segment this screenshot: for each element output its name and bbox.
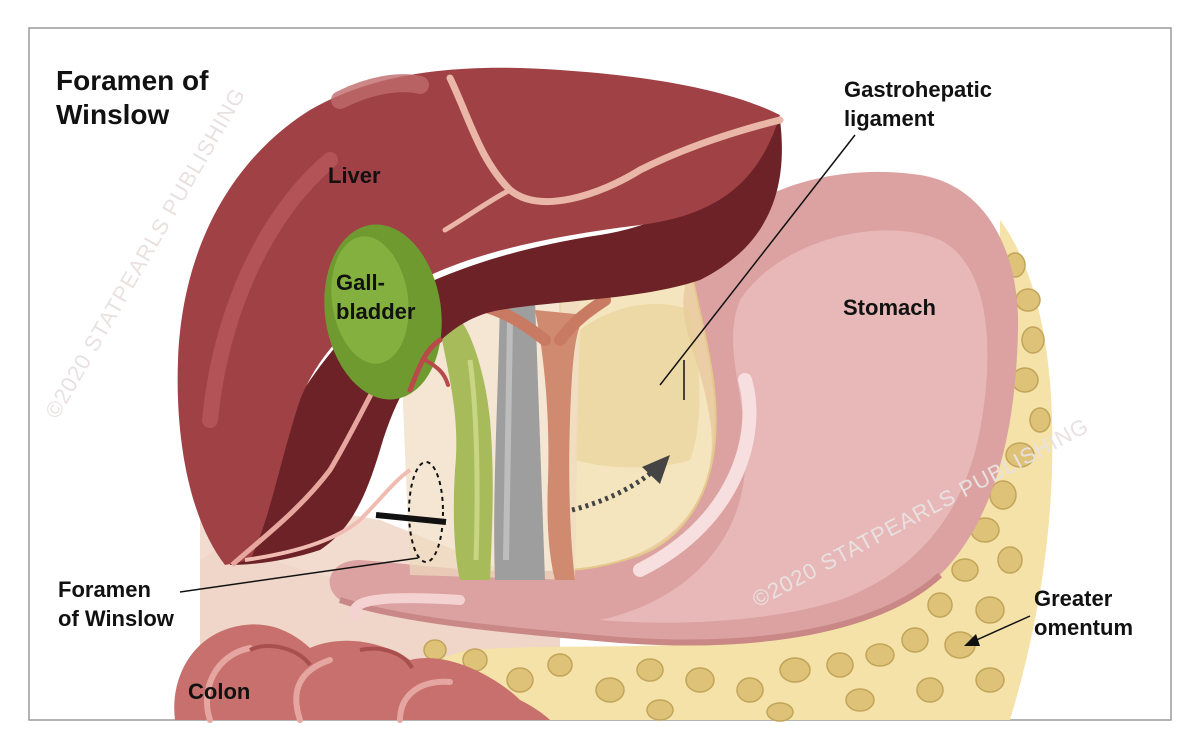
lesser-sac-shadow	[575, 304, 700, 468]
colon	[174, 624, 550, 723]
gallbladder-label: Gall- bladder	[336, 268, 415, 326]
portal-vein-highlight	[503, 319, 513, 561]
foramen-leader-line	[179, 557, 419, 593]
colon-body	[174, 624, 550, 720]
fat-globule	[975, 667, 1005, 693]
stomach-shine	[349, 593, 465, 620]
gastrohepatic-label: Gastrohepatic ligament	[844, 75, 992, 133]
liver	[177, 67, 784, 567]
liver-lower-rim	[244, 468, 412, 562]
fat-globule	[1021, 326, 1045, 354]
stomach	[329, 171, 1019, 646]
liver-dark-underside	[230, 120, 782, 565]
gallbladder-label-line-1: Gall-	[336, 270, 385, 295]
fat-globule	[927, 592, 953, 618]
cystic-artery	[423, 358, 450, 387]
liver-right-lobe	[177, 67, 780, 565]
gallbladder	[324, 224, 450, 400]
stomach-shine	[633, 373, 757, 577]
fat-globule	[1029, 407, 1051, 433]
fat-globule	[826, 652, 854, 678]
passage-arrowhead	[642, 455, 670, 484]
stomach-highlight	[600, 230, 988, 623]
falciform-ligament	[446, 74, 784, 205]
stomach-label: Stomach	[843, 295, 936, 320]
title-line-1: Foramen of	[56, 65, 209, 96]
foramen-label: Foramen of Winslow	[58, 575, 174, 633]
fat-globule	[595, 677, 625, 703]
omentum-leader-arrowhead	[964, 634, 980, 646]
stomach-rim	[339, 572, 943, 646]
gallbladder-highlight	[331, 236, 409, 364]
gastrohepatic-label-line-2: ligament	[844, 106, 935, 131]
fat-globule	[951, 558, 979, 582]
hepatic-artery-branch	[554, 294, 611, 346]
liver-label: Liver	[328, 163, 381, 188]
fat-globule	[766, 702, 794, 722]
liver-highlight	[331, 74, 429, 109]
fat-globule	[1015, 288, 1041, 312]
passage-arrow	[571, 470, 654, 513]
colon-label: Colon	[188, 679, 251, 704]
colon-haustra	[397, 678, 453, 723]
foramen-label-line-2: of Winslow	[58, 606, 174, 631]
diagram-title: Foramen of Winslow	[56, 64, 208, 132]
fat-globule	[685, 667, 715, 693]
common-bile-duct	[440, 320, 493, 580]
fat-globule	[423, 639, 447, 661]
fat-globule	[547, 653, 573, 677]
hepatic-artery	[535, 310, 585, 580]
fat-globule	[736, 677, 764, 703]
fat-globule	[646, 699, 674, 721]
colon-haustra	[203, 645, 253, 723]
title-line-2: Winslow	[56, 99, 170, 130]
foramen-outline	[408, 461, 444, 563]
greater-omentum-label-line-1: Greater	[1034, 586, 1113, 611]
colon-haustra	[293, 657, 333, 723]
greater-omentum-label: Greater omentum	[1034, 584, 1133, 642]
fat-globule	[997, 546, 1023, 574]
fat-globule	[916, 677, 944, 703]
fat-globule	[845, 688, 875, 712]
colon-fold	[249, 644, 312, 667]
greater-omentum-label-line-2: omentum	[1034, 615, 1133, 640]
gallbladder-label-line-2: bladder	[336, 299, 416, 324]
fat-globule	[779, 657, 811, 683]
portal-triad	[400, 294, 611, 580]
foramen-marker-bar	[375, 512, 447, 525]
round-ligament	[442, 187, 513, 233]
foramen-label-line-1: Foramen	[58, 577, 151, 602]
fat-globule	[865, 643, 895, 667]
gastrohepatic-leader-line	[659, 134, 856, 386]
liver-highlight	[202, 152, 338, 428]
fat-globule	[901, 627, 929, 653]
colon-fold	[359, 646, 414, 670]
common-bile-duct-highlight	[467, 359, 480, 561]
fat-globule	[636, 658, 664, 682]
fat-globule	[506, 667, 534, 693]
gastrohepatic-label-line-1: Gastrohepatic	[844, 77, 992, 102]
fat-globule	[975, 596, 1005, 624]
fat-globule	[1005, 442, 1035, 468]
omentum-leader-line	[971, 615, 1031, 643]
